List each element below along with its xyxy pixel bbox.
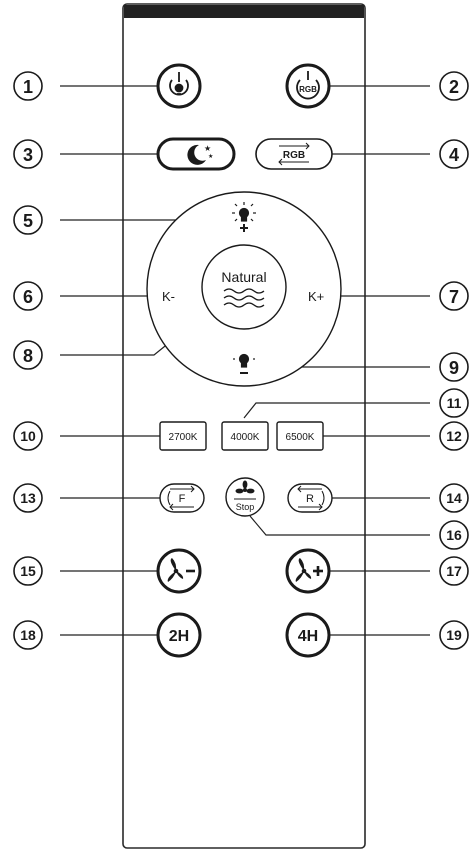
power-bulb-icon bbox=[169, 72, 189, 96]
fan-blades-icon bbox=[295, 558, 312, 582]
svg-text:11: 11 bbox=[447, 395, 462, 411]
svg-text:★: ★ bbox=[208, 153, 213, 160]
k-plus-button[interactable]: K+ bbox=[308, 289, 324, 304]
svg-text:3: 3 bbox=[23, 145, 33, 165]
svg-text:6: 6 bbox=[23, 287, 33, 307]
natural-wave-icon bbox=[223, 288, 265, 308]
callout-11: 11 bbox=[439, 388, 469, 418]
svg-text:4H: 4H bbox=[298, 628, 318, 645]
dim-bulb-icon bbox=[233, 353, 255, 368]
remote-top-bar bbox=[124, 5, 364, 18]
svg-text:17: 17 bbox=[446, 563, 462, 579]
preset-4000k-button[interactable]: 4000K bbox=[221, 421, 269, 451]
plus-icon bbox=[313, 566, 323, 576]
moon-star-icon: ★ ★ bbox=[187, 144, 213, 165]
svg-text:2700K: 2700K bbox=[169, 432, 198, 443]
forward-arrows-icon bbox=[167, 485, 195, 511]
preset-6500k-button[interactable]: 6500K bbox=[276, 421, 324, 451]
svg-text:4: 4 bbox=[449, 145, 459, 165]
timer-2h-button[interactable]: 2H bbox=[156, 612, 202, 658]
k-minus-button[interactable]: K- bbox=[162, 289, 175, 304]
callout-16: 16 bbox=[439, 520, 469, 550]
callout-6: 6 bbox=[13, 281, 43, 311]
svg-text:16: 16 bbox=[446, 527, 462, 543]
fan-speed-down-button[interactable] bbox=[156, 548, 202, 594]
timer-4h-button[interactable]: 4H bbox=[285, 612, 331, 658]
callout-13: 13 bbox=[13, 483, 43, 513]
svg-text:R: R bbox=[306, 493, 314, 505]
fan-icon bbox=[235, 480, 255, 494]
callout-15: 15 bbox=[13, 556, 43, 586]
night-mode-button[interactable]: ★ ★ bbox=[156, 137, 236, 171]
callout-10: 10 bbox=[13, 421, 43, 451]
stop-label: Stop bbox=[236, 502, 255, 512]
callout-9: 9 bbox=[439, 352, 469, 382]
svg-text:1: 1 bbox=[23, 77, 33, 97]
plus-icon bbox=[240, 224, 248, 232]
brightness-down-button[interactable] bbox=[233, 353, 255, 374]
svg-text:F: F bbox=[179, 493, 186, 505]
svg-text:10: 10 bbox=[20, 428, 36, 444]
svg-text:2: 2 bbox=[449, 77, 459, 97]
reverse-arrows-icon bbox=[297, 485, 325, 511]
svg-text:12: 12 bbox=[446, 428, 462, 444]
color-temp-dial bbox=[146, 191, 342, 387]
power-button[interactable] bbox=[156, 63, 202, 109]
callout-19: 19 bbox=[439, 620, 469, 650]
svg-text:13: 13 bbox=[20, 490, 36, 506]
svg-text:19: 19 bbox=[446, 627, 462, 643]
natural-button-ring[interactable] bbox=[201, 244, 287, 330]
fan-blades-icon bbox=[167, 558, 184, 582]
svg-text:★: ★ bbox=[204, 144, 211, 153]
callout-5: 5 bbox=[13, 205, 43, 235]
svg-text:7: 7 bbox=[449, 287, 459, 307]
fan-forward-button[interactable]: F bbox=[159, 483, 205, 513]
fan-reverse-button[interactable]: R bbox=[287, 483, 333, 513]
svg-text:5: 5 bbox=[23, 211, 33, 231]
bright-bulb-icon bbox=[232, 202, 256, 222]
rgb-cycle-button[interactable]: RGB bbox=[255, 138, 333, 170]
rgb-power-button[interactable]: RGB bbox=[285, 63, 331, 109]
cycle-arrows-icon bbox=[278, 142, 310, 166]
svg-text:6500K: 6500K bbox=[286, 432, 315, 443]
svg-text:8: 8 bbox=[23, 346, 33, 366]
callout-2: 2 bbox=[439, 71, 469, 101]
svg-text:14: 14 bbox=[446, 490, 462, 506]
callout-1: 1 bbox=[13, 71, 43, 101]
natural-label: Natural bbox=[221, 269, 266, 285]
fan-speed-up-button[interactable] bbox=[285, 548, 331, 594]
brightness-up-button[interactable] bbox=[232, 202, 256, 232]
callout-4: 4 bbox=[439, 139, 469, 169]
callout-8: 8 bbox=[13, 340, 43, 370]
svg-text:9: 9 bbox=[449, 358, 459, 378]
svg-text:15: 15 bbox=[20, 563, 36, 579]
preset-2700k-button[interactable]: 2700K bbox=[159, 421, 207, 451]
fan-stop-button[interactable]: Stop bbox=[225, 477, 265, 517]
rgb-cycle-label: RGB bbox=[283, 150, 305, 161]
callout-3: 3 bbox=[13, 139, 43, 169]
callout-12: 12 bbox=[439, 421, 469, 451]
callout-14: 14 bbox=[439, 483, 469, 513]
callout-17: 17 bbox=[439, 556, 469, 586]
callout-markers: 1 2 3 4 5 6 7 8 9 10 11 12 13 14 15 16 1… bbox=[13, 71, 469, 650]
svg-text:18: 18 bbox=[20, 627, 36, 643]
svg-text:2H: 2H bbox=[169, 628, 189, 645]
callout-18: 18 bbox=[13, 620, 43, 650]
callout-7: 7 bbox=[439, 281, 469, 311]
svg-text:4000K: 4000K bbox=[231, 432, 260, 443]
rgb-power-label: RGB bbox=[299, 85, 317, 94]
power-icon bbox=[296, 71, 320, 100]
